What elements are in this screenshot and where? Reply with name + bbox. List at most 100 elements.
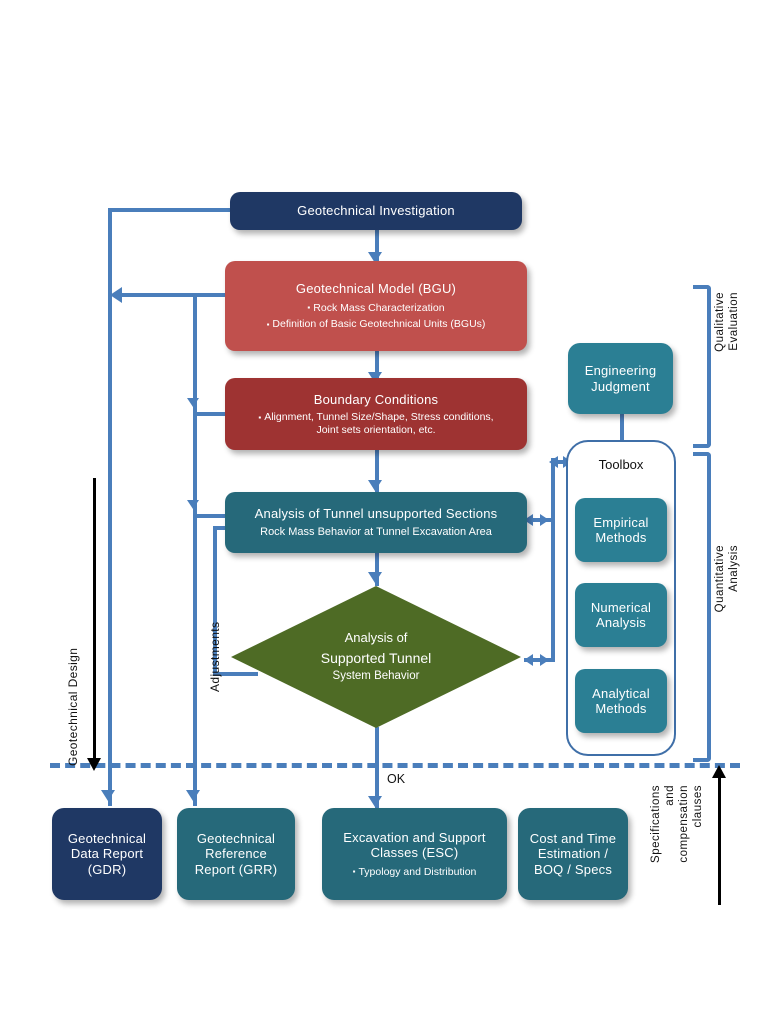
item-line-1: Analytical bbox=[592, 685, 650, 701]
arrowhead-down-unsupported bbox=[368, 480, 382, 491]
diamond-line-1: Analysis of bbox=[344, 630, 408, 646]
arrowhead-down-model bbox=[368, 252, 382, 263]
output-line-3: (GDR) bbox=[87, 861, 127, 877]
specifications-arrowhead bbox=[712, 765, 726, 778]
item-line-1: Empirical bbox=[593, 514, 649, 530]
node-bullet-2: Joint sets orientation, etc. bbox=[316, 423, 436, 436]
feedback-investigation-vertical bbox=[108, 208, 112, 806]
item-line-2: Methods bbox=[595, 701, 647, 716]
feedback-to-spine-horizontal bbox=[120, 293, 225, 297]
node-bullet-2: ▪Definition of Basic Geotechnical Units … bbox=[266, 318, 486, 331]
connector-boundary-to-unsupported bbox=[375, 450, 379, 492]
item-line-2: Methods bbox=[595, 530, 647, 545]
node-boundary-conditions[interactable]: Boundary Conditions ▪Alignment, Tunnel S… bbox=[225, 378, 527, 450]
output-line-2: Data Report bbox=[70, 846, 144, 862]
toolbox-item-empirical-methods[interactable]: Empirical Methods bbox=[575, 498, 667, 562]
bullet-icon: ▪ bbox=[352, 867, 356, 877]
connector-unsupported-to-diamond bbox=[375, 553, 379, 586]
specifications-arrow-shaft bbox=[718, 775, 721, 905]
output-geotechnical-reference-report[interactable]: Geotechnical Reference Report (GRR) bbox=[177, 808, 295, 900]
connector-judgment-to-toolbox bbox=[620, 414, 624, 444]
node-supported-analysis-diamond[interactable]: Analysis of Supported Tunnel System Beha… bbox=[231, 586, 521, 728]
output-line-2: Reference bbox=[205, 846, 267, 862]
arrowhead-down-esc bbox=[368, 796, 382, 807]
adjustments-bottom-horizontal bbox=[213, 672, 258, 676]
geotechnical-design-arrowhead bbox=[87, 758, 101, 771]
arrowhead-down-boundary bbox=[368, 372, 382, 383]
output-bullet: ▪Typology and Distribution bbox=[352, 865, 477, 878]
output-excavation-support-classes[interactable]: Excavation and Support Classes (ESC) ▪Ty… bbox=[322, 808, 507, 900]
node-bullet-1: ▪Alignment, Tunnel Size/Shape, Stress co… bbox=[258, 411, 494, 424]
output-line-1: Excavation and Support bbox=[343, 829, 486, 845]
toolbox-item-numerical-analysis[interactable]: Numerical Analysis bbox=[575, 583, 667, 647]
arrowhead-down-gdr bbox=[101, 790, 115, 801]
toolbox-to-unsupported-line bbox=[524, 518, 553, 522]
arrowhead-down-grr bbox=[186, 790, 200, 801]
diamond-line-2: Supported Tunnel bbox=[320, 649, 432, 666]
node-geotechnical-investigation[interactable]: Geotechnical Investigation bbox=[230, 192, 522, 230]
specifications-line-4: clauses bbox=[692, 785, 704, 828]
qualitative-line-2: Evaluation bbox=[728, 292, 740, 351]
specifications-line-1: Specifications bbox=[650, 785, 662, 863]
node-engineering-judgment[interactable]: Engineering Judgment bbox=[568, 343, 673, 414]
adjustments-vertical bbox=[213, 526, 217, 676]
connector-model-to-boundary bbox=[375, 350, 379, 384]
bullet-icon: ▪ bbox=[307, 303, 311, 313]
arrowhead-left-diamond-tool bbox=[524, 654, 533, 666]
item-line-1: Numerical bbox=[590, 599, 652, 615]
output-line-2: Classes (ESC) bbox=[370, 845, 459, 861]
label-geotechnical-design: Geotechnical Design bbox=[66, 647, 80, 766]
node-line-1: Engineering bbox=[584, 363, 657, 379]
phase-separator-dashed-line bbox=[50, 763, 740, 768]
quantitative-line-1: Quantitative bbox=[714, 545, 726, 613]
label-qualitative-evaluation: Qualitative Evaluation bbox=[714, 292, 742, 352]
output-geotechnical-data-report[interactable]: Geotechnical Data Report (GDR) bbox=[52, 808, 162, 900]
toolbox-item-analytical-methods[interactable]: Analytical Methods bbox=[575, 669, 667, 733]
node-unsupported-analysis[interactable]: Analysis of Tunnel unsupported Sections … bbox=[225, 492, 527, 553]
label-quantitative-analysis: Quantitative Analysis bbox=[714, 545, 742, 612]
specifications-line-3: compensation bbox=[678, 785, 690, 863]
bracket-quantitative bbox=[693, 452, 711, 762]
node-line-2: Judgment bbox=[591, 378, 650, 394]
node-title: Boundary Conditions bbox=[313, 391, 439, 407]
label-specifications-compensation: Specifications and compensation clauses bbox=[650, 785, 706, 863]
arrowhead-left-toolbox bbox=[549, 456, 558, 468]
arrowhead-down-boundary-feed bbox=[187, 398, 199, 407]
feedback-model-vertical bbox=[193, 293, 197, 806]
item-line-2: Analysis bbox=[595, 615, 646, 630]
arrowhead-right-diamond-tool bbox=[540, 654, 549, 666]
output-line-3: Report (GRR) bbox=[194, 861, 278, 877]
bullet-icon: ▪ bbox=[258, 412, 262, 422]
toolbox-label: Toolbox bbox=[598, 457, 644, 472]
node-subtitle: Rock Mass Behavior at Tunnel Excavation … bbox=[260, 525, 492, 538]
output-line-1: Geotechnical bbox=[196, 831, 276, 846]
output-cost-time-estimation[interactable]: Cost and Time Estimation / BOQ / Specs bbox=[518, 808, 628, 900]
connector-investigation-to-model bbox=[375, 228, 379, 264]
arrowhead-down-unsupported-feed bbox=[187, 500, 199, 509]
quantitative-line-2: Analysis bbox=[728, 545, 740, 592]
diamond-text: Analysis of Supported Tunnel System Beha… bbox=[231, 586, 521, 728]
output-line-1: Cost and Time bbox=[529, 831, 617, 846]
output-line-1: Geotechnical bbox=[67, 831, 147, 846]
connector-spine-to-unsupported bbox=[193, 514, 231, 518]
diamond-line-3: System Behavior bbox=[332, 670, 420, 683]
geotechnical-design-arrow-shaft bbox=[93, 478, 96, 766]
label-adjustments: Adjustments bbox=[208, 621, 222, 692]
arrowhead-right-unsupported-tool bbox=[540, 514, 549, 526]
connector-spine-to-boundary bbox=[193, 412, 231, 416]
toolbox-to-diamond-line bbox=[524, 658, 553, 662]
node-bullet-1: ▪Rock Mass Characterization bbox=[307, 301, 445, 314]
output-line-2: Estimation / bbox=[537, 846, 609, 862]
toolbox-bus-vertical bbox=[551, 458, 555, 662]
bullet-icon: ▪ bbox=[266, 319, 270, 329]
label-ok: OK bbox=[387, 772, 406, 786]
node-geotechnical-model[interactable]: Geotechnical Model (BGU) ▪Rock Mass Char… bbox=[225, 261, 527, 351]
bracket-qualitative bbox=[693, 285, 711, 448]
node-title: Geotechnical Model (BGU) bbox=[295, 281, 457, 297]
node-title: Geotechnical Investigation bbox=[297, 203, 455, 219]
qualitative-line-1: Qualitative bbox=[714, 292, 726, 352]
arrowhead-left-unsupported-tool bbox=[524, 514, 533, 526]
specifications-line-2: and bbox=[664, 785, 676, 806]
output-line-3: BOQ / Specs bbox=[533, 861, 613, 877]
